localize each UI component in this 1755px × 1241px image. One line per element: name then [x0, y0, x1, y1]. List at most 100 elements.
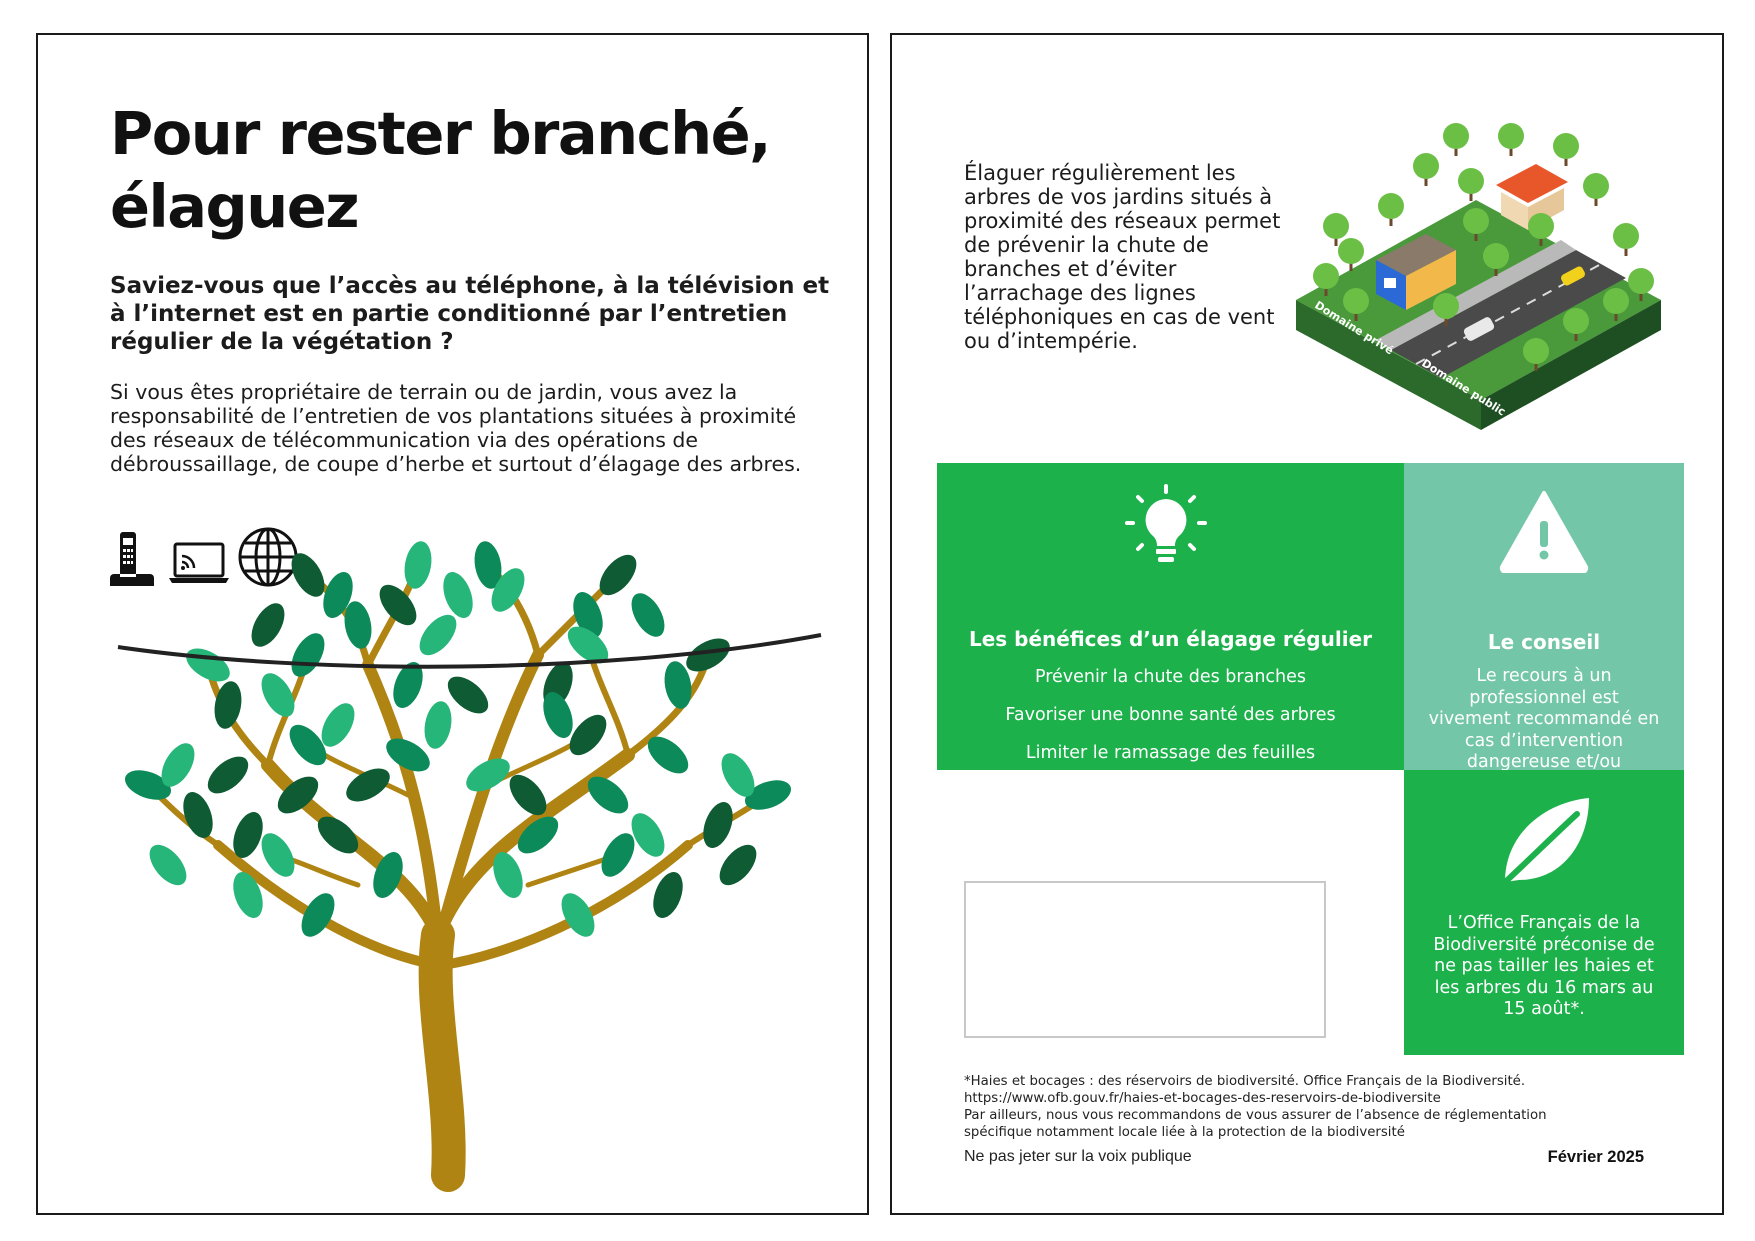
- tree-leaf: [261, 833, 295, 877]
- tree-leaf: [321, 703, 355, 747]
- iso-tree-crown: [1323, 213, 1349, 239]
- tree-leaf: [491, 568, 525, 612]
- house-blue: [1376, 234, 1456, 310]
- warning-icon: [1499, 491, 1589, 573]
- iso-tree-crown: [1313, 263, 1339, 289]
- iso-tree-crown: [1528, 213, 1554, 239]
- footnote-line: *Haies et bocages : des réservoirs de bi…: [964, 1074, 1526, 1089]
- tree-leaf: [277, 776, 319, 814]
- tree-leaf: [386, 738, 430, 772]
- tree-leaf: [569, 714, 607, 756]
- pruning-intro: Élaguer régulièrement les arbres de vos …: [964, 161, 1281, 353]
- tree-leaf: [443, 572, 473, 618]
- tree-leaf: [251, 603, 285, 647]
- tree-leaf: [647, 736, 689, 774]
- tree-leaf: [573, 592, 603, 638]
- tree-leaf: [703, 802, 733, 848]
- tree-leaf: [323, 572, 353, 618]
- tree-leaf: [233, 812, 263, 858]
- iso-tree-crown: [1563, 308, 1589, 334]
- iso-tree-crown: [1628, 268, 1654, 294]
- tree-leaf: [373, 852, 403, 898]
- ofb-box: L’Office Français de la Biodiversité pré…: [1404, 770, 1684, 1055]
- tree-leaf: [301, 893, 335, 937]
- tree-leaf: [653, 872, 683, 918]
- ofb-recommendation: L’Office Français de la Biodiversité pré…: [1433, 913, 1655, 1019]
- tree-leaf: [393, 662, 423, 708]
- tree-leaf: [664, 661, 692, 709]
- tree-leaf: [289, 724, 327, 766]
- benefits-box: Les bénéfices d’un élagage régulier Prév…: [937, 463, 1404, 770]
- tree-leaf: [466, 758, 510, 792]
- tree-leaf: [207, 756, 249, 794]
- tree-leaf: [149, 844, 187, 886]
- footer-date: Février 2025: [1547, 1148, 1644, 1166]
- benefit-item: Favoriser une bonne santé des arbres: [1005, 705, 1336, 725]
- tree-leaf: [317, 816, 359, 854]
- iso-tree-crown: [1443, 123, 1469, 149]
- telecom-cable: [117, 633, 822, 669]
- tree-leaf: [233, 872, 263, 918]
- iso-tree-crown: [1583, 173, 1609, 199]
- footnote: *Haies et bocages : des réservoirs de bi…: [964, 1073, 1664, 1141]
- tree-leaf: [404, 541, 432, 589]
- footnote-line: spécifique notamment locale liée à la pr…: [964, 1125, 1405, 1140]
- footnote-line: Par ailleurs, nous vous recommandons de …: [964, 1108, 1547, 1123]
- tree-leaf: [601, 833, 635, 877]
- tree-leaf: [214, 681, 242, 729]
- iso-tree-crown: [1343, 288, 1369, 314]
- tree-leaf: [474, 541, 502, 589]
- tree-leaf: [424, 701, 452, 749]
- leaf-icon: [1500, 798, 1589, 887]
- benefit-item: Prévenir la chute des branches: [1034, 667, 1307, 687]
- footer-notice: Ne pas jeter sur la voix publique: [964, 1148, 1192, 1165]
- tree-leaf: [183, 792, 213, 838]
- tree-leaf: [517, 816, 559, 854]
- tree-leaf: [379, 584, 417, 626]
- footnote-url: https://www.ofb.gouv.fr/haies-et-bocages…: [964, 1091, 1441, 1106]
- tree-leaf: [587, 776, 629, 814]
- tree-leaf: [631, 813, 665, 857]
- tree-leaf: [186, 648, 230, 682]
- tree-leaf: [161, 743, 195, 787]
- tree-leaf: [419, 614, 457, 656]
- subtitle: Saviez-vous que l’accès au téléphone, à …: [110, 273, 830, 355]
- cordless-phone-icon: [110, 532, 154, 586]
- tree-leaf: [599, 554, 637, 596]
- tree-leaf: [721, 753, 755, 797]
- laptop-wifi-icon: [169, 542, 229, 583]
- left-page: Pour rester branché, élaguez Saviez-vous…: [36, 33, 869, 1215]
- advice-box: Le conseil Le recours à un professionnel…: [1404, 463, 1684, 794]
- iso-tree-crown: [1483, 243, 1509, 269]
- iso-tree-crown: [1463, 208, 1489, 234]
- iso-tree-crown: [1603, 288, 1629, 314]
- tree-leaf: [561, 893, 595, 937]
- tree-leaf: [745, 780, 791, 810]
- page-title: Pour rester branché, élaguez: [110, 99, 772, 241]
- tree-leaf: [344, 601, 372, 649]
- iso-tree-crown: [1613, 223, 1639, 249]
- iso-tree-crown: [1523, 338, 1549, 364]
- iso-tree-crown: [1413, 153, 1439, 179]
- intro-paragraph: Si vous êtes propriétaire de terrain ou …: [110, 380, 802, 476]
- iso-tree-crown: [1553, 133, 1579, 159]
- tree-leaf: [291, 553, 325, 597]
- iso-tree-crown: [1433, 293, 1459, 319]
- tree-leaf: [261, 673, 295, 717]
- tree-leaf: [543, 692, 573, 738]
- iso-tree-crown: [1378, 193, 1404, 219]
- empty-frame: [964, 881, 1326, 1038]
- tree-leaf: [291, 633, 325, 677]
- tree-leaf: [346, 768, 390, 802]
- iso-tree-crown: [1458, 168, 1484, 194]
- tree-leaf: [509, 774, 547, 816]
- iso-tree-crown: [1498, 123, 1524, 149]
- globe-icon: [238, 527, 298, 587]
- advice-title: Le conseil: [1487, 630, 1601, 654]
- isometric-neighborhood-illustration: Domaine privé Domaine public: [1296, 123, 1661, 430]
- benefit-item: Limiter le ramassage des feuilles: [1025, 743, 1316, 763]
- tree-leaf: [631, 593, 665, 637]
- tree-leaf: [686, 638, 730, 672]
- tree-leaf: [567, 626, 609, 664]
- right-page: Élaguer régulièrement les arbres de vos …: [890, 33, 1724, 1215]
